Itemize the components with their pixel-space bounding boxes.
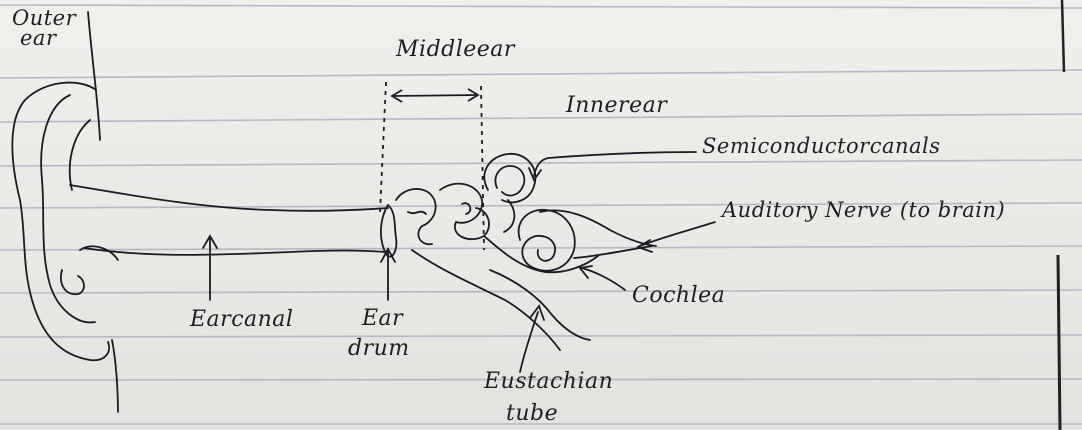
auditory-nerve-upper	[540, 210, 656, 246]
inner-ear-lower	[484, 236, 598, 272]
label-auditory-nerve: Auditory Nerve (to brain)	[722, 198, 1005, 222]
ossicle-malleus	[396, 189, 436, 244]
label-eustachian-line1: Eustachian	[484, 366, 613, 398]
ossicle-incus-stapes	[440, 184, 489, 240]
pinna-lobe-detail	[61, 270, 84, 294]
label-outer-ear-line1: Outer	[12, 8, 76, 28]
semicircular-canal-inner	[495, 166, 524, 195]
page-margin-mark	[1062, 0, 1064, 72]
eustachian-arrow	[520, 312, 538, 372]
label-eustachian-tube: Eustachian tube	[484, 366, 613, 430]
label-outer-ear: Outer ear	[12, 8, 76, 48]
label-ear-canal: Earcanal	[190, 308, 293, 332]
ossicle-detail	[462, 203, 470, 214]
label-ear-drum: Ear drum	[348, 304, 410, 364]
cochlea-arrowhead	[580, 266, 592, 278]
label-eustachian-line2: tube	[484, 398, 558, 430]
cochlea-spiral	[519, 210, 575, 271]
pinna-helix	[41, 95, 95, 322]
auditory-nerve-pointer	[640, 222, 715, 246]
semicircular-pointer	[534, 152, 696, 176]
ear-illustration	[12, 83, 656, 361]
label-inner-ear: Innerear	[566, 94, 667, 118]
label-outer-ear-line2: ear	[12, 28, 57, 48]
outer-ear-lower-line	[112, 340, 118, 412]
label-middle-ear: Middleear	[396, 38, 515, 62]
eustachian-tube-lower	[490, 270, 590, 340]
ossicle-detail	[408, 212, 426, 214]
label-ear-drum-line2: drum	[348, 334, 410, 364]
label-ear-drum-line1: Ear	[348, 304, 403, 334]
pinna-antihelix	[70, 120, 90, 190]
page-margin-mark	[1058, 255, 1060, 430]
semicircular-canal-arm	[504, 200, 514, 232]
label-semicircular-canals: Semiconductorcanals	[702, 134, 941, 158]
pinna-outline	[12, 83, 109, 361]
cochlea-pointer	[582, 268, 625, 290]
label-cochlea: Cochlea	[632, 284, 725, 308]
